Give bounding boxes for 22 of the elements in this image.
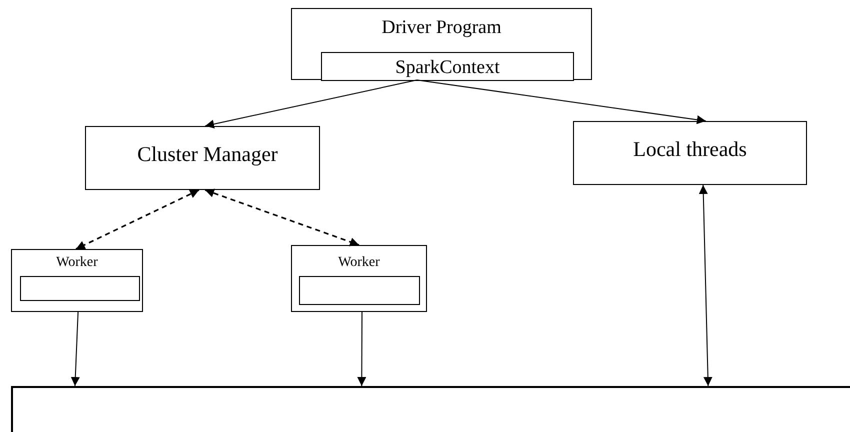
arrow bbox=[698, 184, 712, 386]
node-label: Worker bbox=[55, 254, 99, 270]
node-label: Cluster Manager bbox=[136, 141, 279, 165]
node-label: Worker bbox=[337, 254, 381, 270]
arrow bbox=[70, 312, 80, 386]
arrow bbox=[357, 312, 366, 386]
process-box bbox=[291, 245, 427, 312]
process-box bbox=[291, 8, 592, 80]
dashed-arrow bbox=[76, 189, 200, 250]
arrow bbox=[416, 80, 706, 124]
base-bar bbox=[11, 386, 850, 432]
node-label: SparkContext bbox=[394, 56, 501, 77]
arrow bbox=[204, 80, 418, 128]
process-box bbox=[11, 249, 143, 312]
node-label: Driver Program bbox=[380, 16, 502, 37]
node-label: Local threads bbox=[632, 136, 748, 160]
process-box bbox=[573, 121, 807, 185]
inner-box bbox=[20, 276, 140, 301]
inner-box bbox=[299, 276, 420, 305]
dashed-arrow bbox=[204, 188, 360, 246]
process-box bbox=[321, 52, 574, 81]
process-box bbox=[85, 126, 320, 190]
